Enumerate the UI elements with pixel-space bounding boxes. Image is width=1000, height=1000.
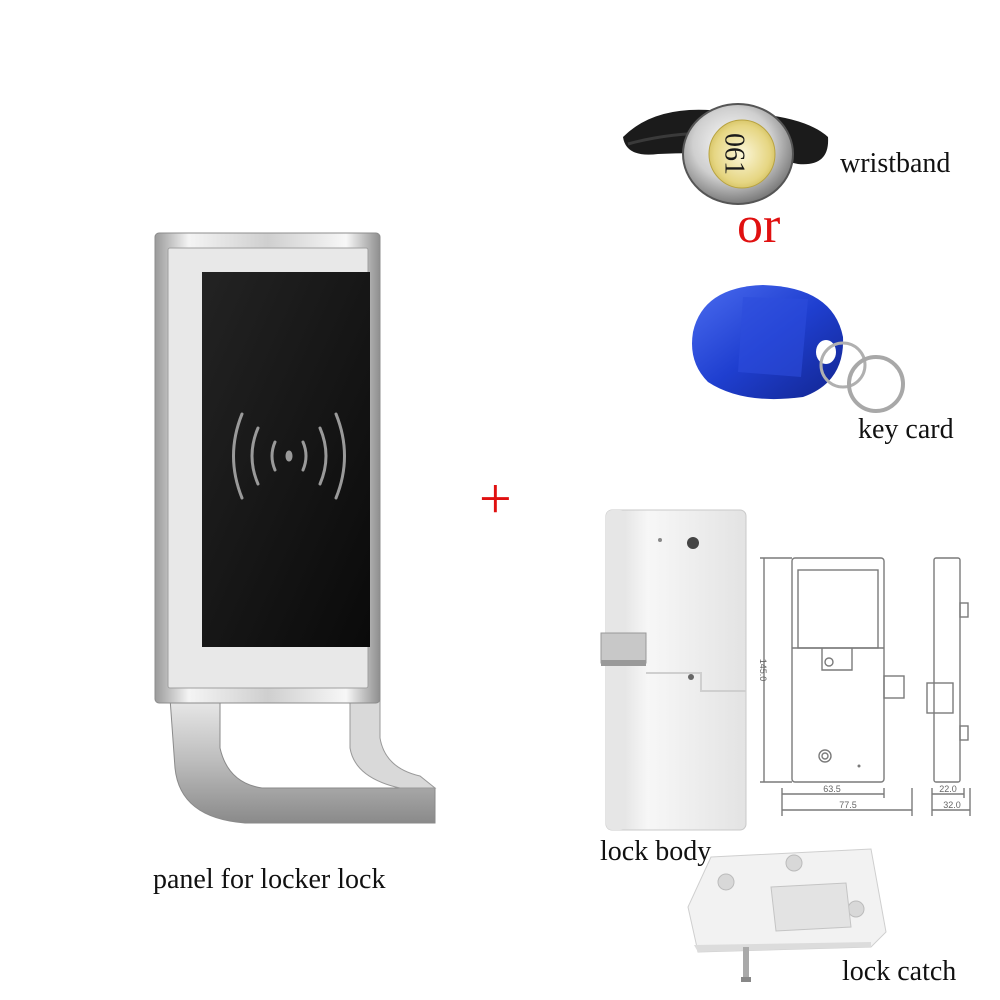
lock-body-image: [596, 505, 756, 845]
or-label: or: [737, 197, 781, 254]
rfid-wave-icon: [232, 412, 346, 500]
dim-depth-outer: 32.0: [943, 800, 961, 810]
plus-sign: +: [479, 466, 512, 531]
panel-label: panel for locker lock: [153, 864, 386, 895]
technical-drawing: 145.0 63.5 77.5 22.0 32.0: [752, 548, 992, 828]
dim-depth-inner: 22.0: [939, 784, 957, 794]
key-card-image: [683, 277, 913, 427]
lock-catch-image: [686, 847, 891, 987]
dim-width-inner: 63.5: [823, 784, 841, 794]
lock-body-label: lock body: [600, 836, 712, 867]
dim-height: 145.0: [758, 659, 768, 682]
wristband-image: 061: [618, 92, 833, 212]
lock-catch-label: lock catch: [842, 956, 957, 987]
wristband-number: 061: [719, 133, 750, 175]
wristband-label: wristband: [840, 148, 951, 179]
locker-lock-panel: [150, 228, 450, 828]
dim-width-outer: 77.5: [839, 800, 857, 810]
key-card-label: key card: [858, 414, 954, 445]
